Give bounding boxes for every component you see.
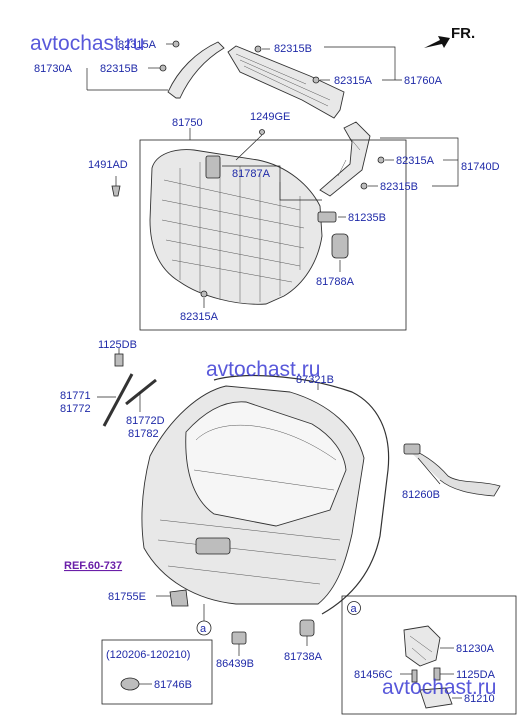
bumper-81738A bbox=[299, 619, 315, 637]
gas-strut-left bbox=[102, 373, 134, 427]
upper-spoiler bbox=[227, 45, 345, 119]
label-81782: 81782 bbox=[128, 428, 159, 440]
license-plate-recess bbox=[195, 537, 231, 555]
label-1249GE: 1249GE bbox=[250, 111, 290, 123]
label-81746B: 81746B bbox=[154, 679, 192, 691]
wiring-harness-81260B bbox=[403, 445, 501, 497]
front-direction-label: FR. bbox=[451, 25, 475, 42]
watermark-bottom: avtochast.ru bbox=[382, 676, 496, 699]
label-81235B: 81235B bbox=[348, 212, 386, 224]
label-81210: 81210 bbox=[464, 693, 495, 705]
clip-82315A-spoiler bbox=[312, 76, 320, 84]
label-81771: 81771 bbox=[60, 390, 91, 402]
ref-label[interactable]: REF.60-737 bbox=[64, 560, 122, 572]
watermark-middle: avtochast.ru bbox=[206, 358, 320, 381]
bolt-1125DB bbox=[114, 353, 124, 367]
detail-a-box bbox=[341, 595, 517, 715]
gas-strut-right bbox=[125, 378, 157, 406]
label-81738A: 81738A bbox=[284, 651, 323, 663]
inner-trim-panel bbox=[149, 149, 323, 305]
screw-81456C bbox=[411, 669, 418, 683]
inner-trim-group-box bbox=[139, 139, 407, 331]
label-82315B-spoiler: 82315B bbox=[274, 43, 312, 55]
label-87321B: 87321B bbox=[296, 374, 334, 386]
label-81772: 81772 bbox=[60, 403, 91, 415]
detail-marker-a-main-text: a bbox=[200, 623, 207, 635]
clip-82315B-left bbox=[159, 64, 167, 72]
latch-81230A bbox=[403, 625, 441, 667]
cap-81746B bbox=[120, 677, 140, 691]
weatherstrip-87321B bbox=[213, 374, 390, 615]
label-82315A-right: 82315A bbox=[396, 155, 435, 167]
watermark-top: avtochast.ru bbox=[30, 32, 144, 55]
date-range-box bbox=[101, 639, 213, 705]
label-81750: 81750 bbox=[172, 117, 203, 129]
side-molding-right bbox=[319, 121, 371, 197]
clip-82315A-right bbox=[377, 156, 385, 164]
bumper-stop-81755E bbox=[169, 589, 189, 607]
label-81755E: 81755E bbox=[108, 591, 146, 603]
date-range-label: (120206-120210) bbox=[106, 649, 190, 661]
label-81456C: 81456C bbox=[354, 669, 393, 681]
label-82315A-top: 82315A bbox=[118, 39, 157, 51]
switch-86439B bbox=[231, 631, 247, 645]
clip-82315A-top bbox=[172, 40, 180, 48]
cover-81235B bbox=[317, 211, 337, 223]
label-82315A-bottom: 82315A bbox=[180, 311, 219, 323]
side-molding-left bbox=[167, 41, 225, 99]
label-82315B-left: 82315B bbox=[100, 63, 138, 75]
label-81730A: 81730A bbox=[34, 63, 73, 75]
label-82315A-spoiler: 82315A bbox=[334, 75, 373, 87]
label-86439B: 86439B bbox=[216, 658, 254, 670]
fastener-1491AD bbox=[111, 185, 121, 197]
label-1125DB: 1125DB bbox=[98, 339, 137, 351]
front-direction-arrow-icon bbox=[424, 36, 450, 48]
label-81740D: 81740D bbox=[461, 161, 500, 173]
clip-82315A-bottom bbox=[200, 290, 208, 298]
detail-marker-a-box-text: a bbox=[351, 603, 358, 615]
handle-recess-81787A bbox=[205, 155, 221, 179]
detail-marker-a-box bbox=[347, 601, 361, 615]
label-81772D: 81772D bbox=[126, 415, 165, 427]
screw-1249GE bbox=[259, 129, 265, 135]
clip-82315B-right bbox=[360, 182, 368, 190]
clip-82315B-spoiler bbox=[254, 45, 262, 53]
label-1125DA: 1125DA bbox=[456, 669, 496, 681]
pull-handle-81788A bbox=[331, 233, 349, 259]
label-81230A: 81230A bbox=[456, 643, 495, 655]
label-82315B-right: 82315B bbox=[380, 181, 418, 193]
label-81787A: 81787A bbox=[232, 168, 271, 180]
label-81760A: 81760A bbox=[404, 75, 443, 87]
tailgate-glass-opening bbox=[185, 401, 347, 527]
label-81788A: 81788A bbox=[316, 276, 355, 288]
label-1491AD: 1491AD bbox=[88, 159, 128, 171]
actuator-81210 bbox=[419, 687, 453, 709]
label-81260B: 81260B bbox=[402, 489, 440, 501]
